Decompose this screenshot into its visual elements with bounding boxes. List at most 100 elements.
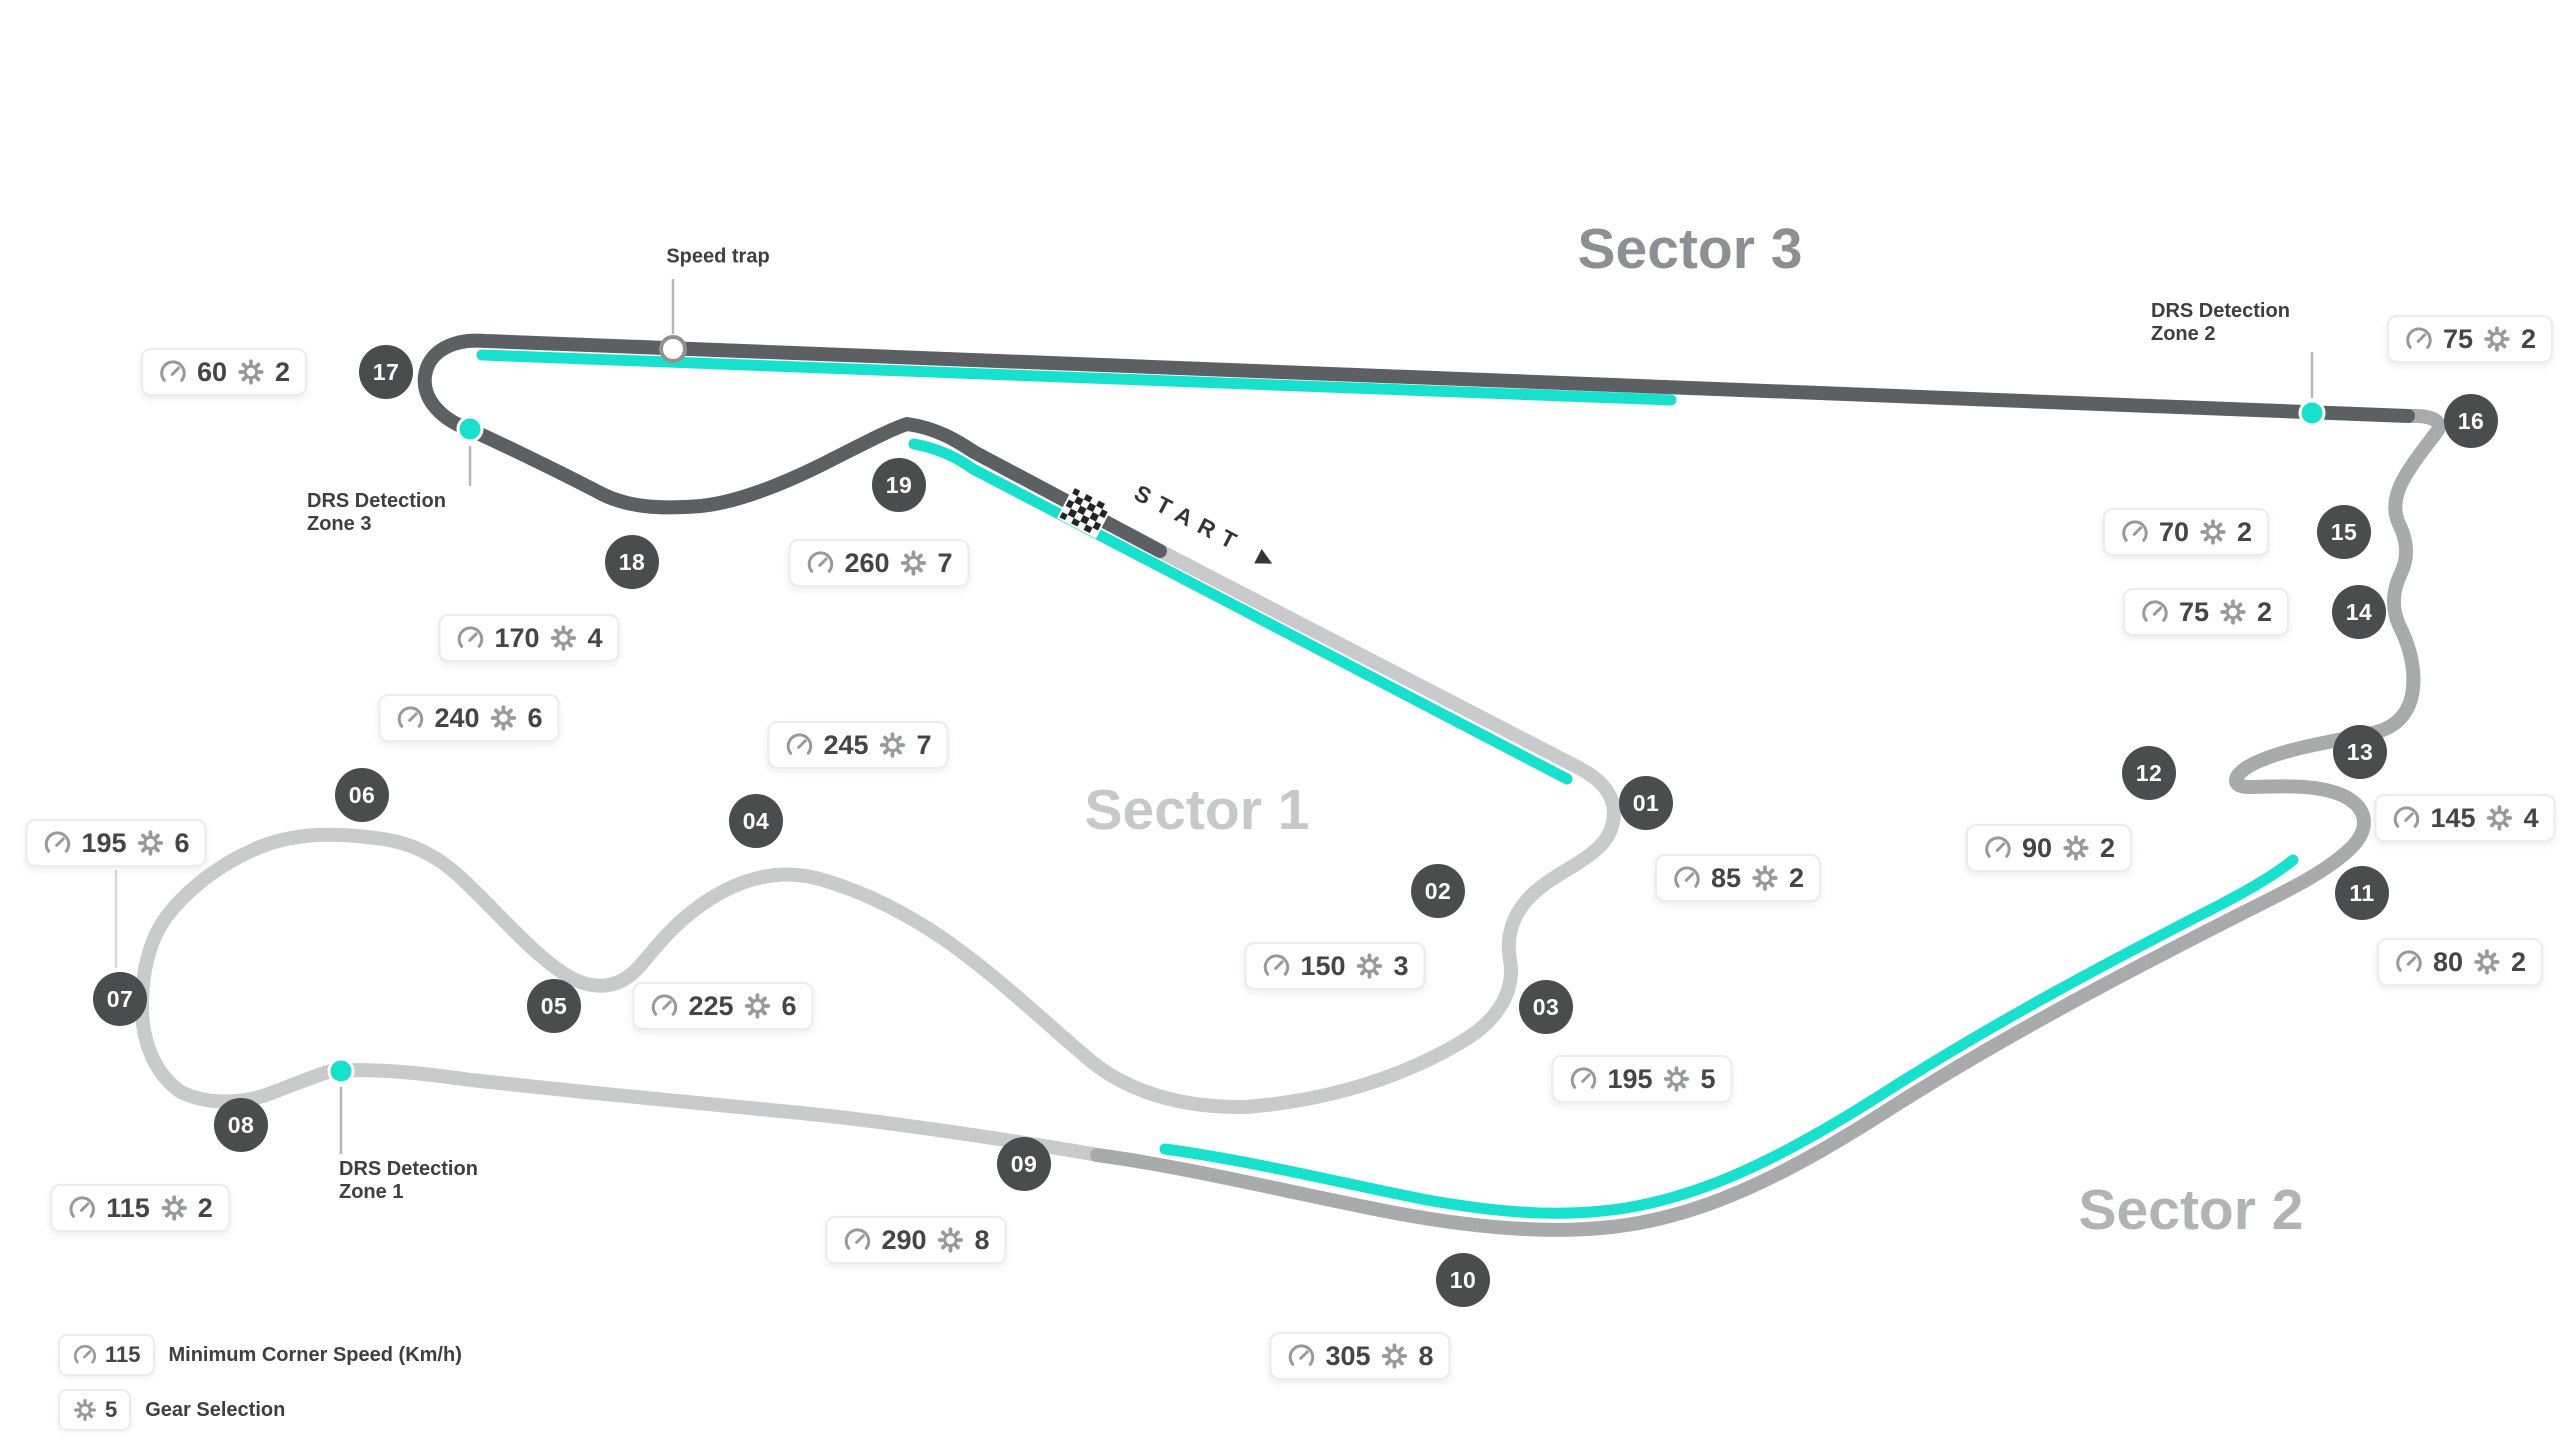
corner-marker-17: 17	[359, 345, 413, 399]
speed-gear-badge: 70 2	[2102, 508, 2270, 556]
gear-value: 2	[2511, 946, 2527, 977]
speedometer-icon	[2404, 324, 2434, 354]
speedometer-icon	[1261, 951, 1291, 981]
gear-value: 4	[587, 622, 603, 653]
gear-icon	[1662, 1064, 1692, 1094]
gear-icon	[878, 730, 908, 760]
corner-speed-value: 170	[494, 622, 540, 653]
speedometer-icon	[784, 730, 814, 760]
corner-speed-value: 240	[434, 702, 480, 733]
corner-marker-08: 08	[214, 1098, 268, 1152]
corner-speed-value: 260	[844, 547, 890, 578]
corner-marker-10: 10	[1436, 1253, 1490, 1307]
corner-marker-04: 04	[729, 794, 783, 848]
gear-value: 2	[197, 1192, 213, 1223]
gear-icon	[2218, 597, 2248, 627]
track-sector-1	[134, 544, 1621, 1162]
gear-value: 7	[916, 729, 932, 760]
corner-speed-value: 195	[81, 827, 127, 858]
speedometer-icon	[2140, 597, 2170, 627]
speed-gear-badge: 90 2	[1965, 824, 2133, 872]
legend-min-speed-pill: 115	[58, 1334, 155, 1376]
gear-icon	[2198, 517, 2228, 547]
gear-value: 2	[2100, 832, 2116, 863]
drs-zone-3	[908, 438, 1573, 785]
legend-gear-label: Gear Selection	[145, 1398, 286, 1421]
sector-2-title: Sector 2	[2078, 1178, 2304, 1242]
speedometer-icon	[1286, 1341, 1316, 1371]
gear-value: 7	[937, 547, 953, 578]
speed-gear-badge: 260 7	[788, 539, 970, 587]
gear-value: 6	[174, 827, 190, 858]
gear-icon	[2482, 324, 2512, 354]
speed-gear-badge: 240 6	[378, 694, 560, 742]
legend-gear-value: 5	[105, 1397, 118, 1422]
legend: 115 Minimum Corner Speed (Km/h) 5 Gear S…	[58, 1334, 462, 1444]
gear-value: 2	[2237, 516, 2253, 547]
gear-icon	[1750, 863, 1780, 893]
drs-zone-2	[476, 349, 1677, 406]
corner-speed-value: 60	[196, 356, 228, 387]
corner-speed-value: 90	[2021, 832, 2053, 863]
corner-speed-value: 305	[1325, 1340, 1371, 1371]
speedometer-icon	[1983, 833, 2013, 863]
corner-speed-value: 85	[1710, 862, 1742, 893]
speedometer-icon	[1672, 863, 1702, 893]
speedometer-icon	[2394, 947, 2424, 977]
speed-trap-label: Speed trap	[666, 245, 770, 268]
corner-speed-value: 115	[106, 1192, 150, 1223]
corner-marker-11: 11	[2335, 866, 2389, 920]
speedometer-icon	[455, 623, 485, 653]
speedometer-icon	[395, 703, 425, 733]
drs-zone-2-label: DRS Detection Zone 2	[2151, 300, 2290, 346]
drs-zone-1-line1: DRS Detection	[339, 1158, 478, 1180]
legend-min-speed-label: Minimum Corner Speed (Km/h)	[168, 1343, 462, 1366]
speedometer-icon	[72, 1342, 98, 1368]
corner-marker-16: 16	[2444, 394, 2498, 448]
speedometer-icon	[42, 828, 72, 858]
corner-marker-13: 13	[2333, 725, 2387, 779]
speed-gear-badge: 290 8	[825, 1216, 1007, 1264]
drs-zone-3-line2: Zone 3	[307, 513, 372, 535]
speedometer-icon	[649, 991, 679, 1021]
speedometer-icon	[158, 357, 188, 387]
speed-gear-badge: 60 2	[140, 348, 308, 396]
corner-speed-value: 70	[2158, 516, 2190, 547]
sector-1-title: Sector 1	[1084, 778, 1310, 842]
gear-icon	[159, 1193, 189, 1223]
corner-speed-value: 225	[688, 990, 734, 1021]
gear-value: 6	[527, 702, 543, 733]
corner-speed-value: 290	[881, 1224, 927, 1255]
gear-value: 8	[974, 1224, 990, 1255]
legend-gear-pill: 5	[58, 1389, 132, 1431]
speedometer-icon	[67, 1193, 97, 1223]
corner-speed-value: 195	[1607, 1063, 1653, 1094]
speedometer-icon	[1568, 1064, 1598, 1094]
corner-marker-06: 06	[335, 768, 389, 822]
gear-value: 5	[1700, 1063, 1716, 1094]
track-sector-2	[1090, 408, 2447, 1237]
gear-icon	[2485, 803, 2515, 833]
speedometer-icon	[805, 548, 835, 578]
gear-icon	[136, 828, 166, 858]
speed-trap-dot	[659, 335, 687, 363]
legend-min-speed-value: 115	[105, 1342, 141, 1367]
corner-marker-12: 12	[2122, 746, 2176, 800]
corner-marker-05: 05	[527, 979, 581, 1033]
start-finish-flag-icon	[1056, 485, 1114, 539]
gear-icon	[743, 991, 773, 1021]
legend-row-min-speed: 115 Minimum Corner Speed (Km/h)	[58, 1334, 462, 1376]
track-sector-3	[417, 333, 2415, 558]
gear-icon	[549, 623, 579, 653]
gear-value: 3	[1393, 950, 1409, 981]
speedometer-icon	[842, 1225, 872, 1255]
gear-icon	[899, 548, 929, 578]
gear-icon	[72, 1397, 98, 1423]
gear-value: 2	[275, 356, 291, 387]
gear-value: 4	[2523, 802, 2539, 833]
corner-marker-03: 03	[1519, 980, 1573, 1034]
